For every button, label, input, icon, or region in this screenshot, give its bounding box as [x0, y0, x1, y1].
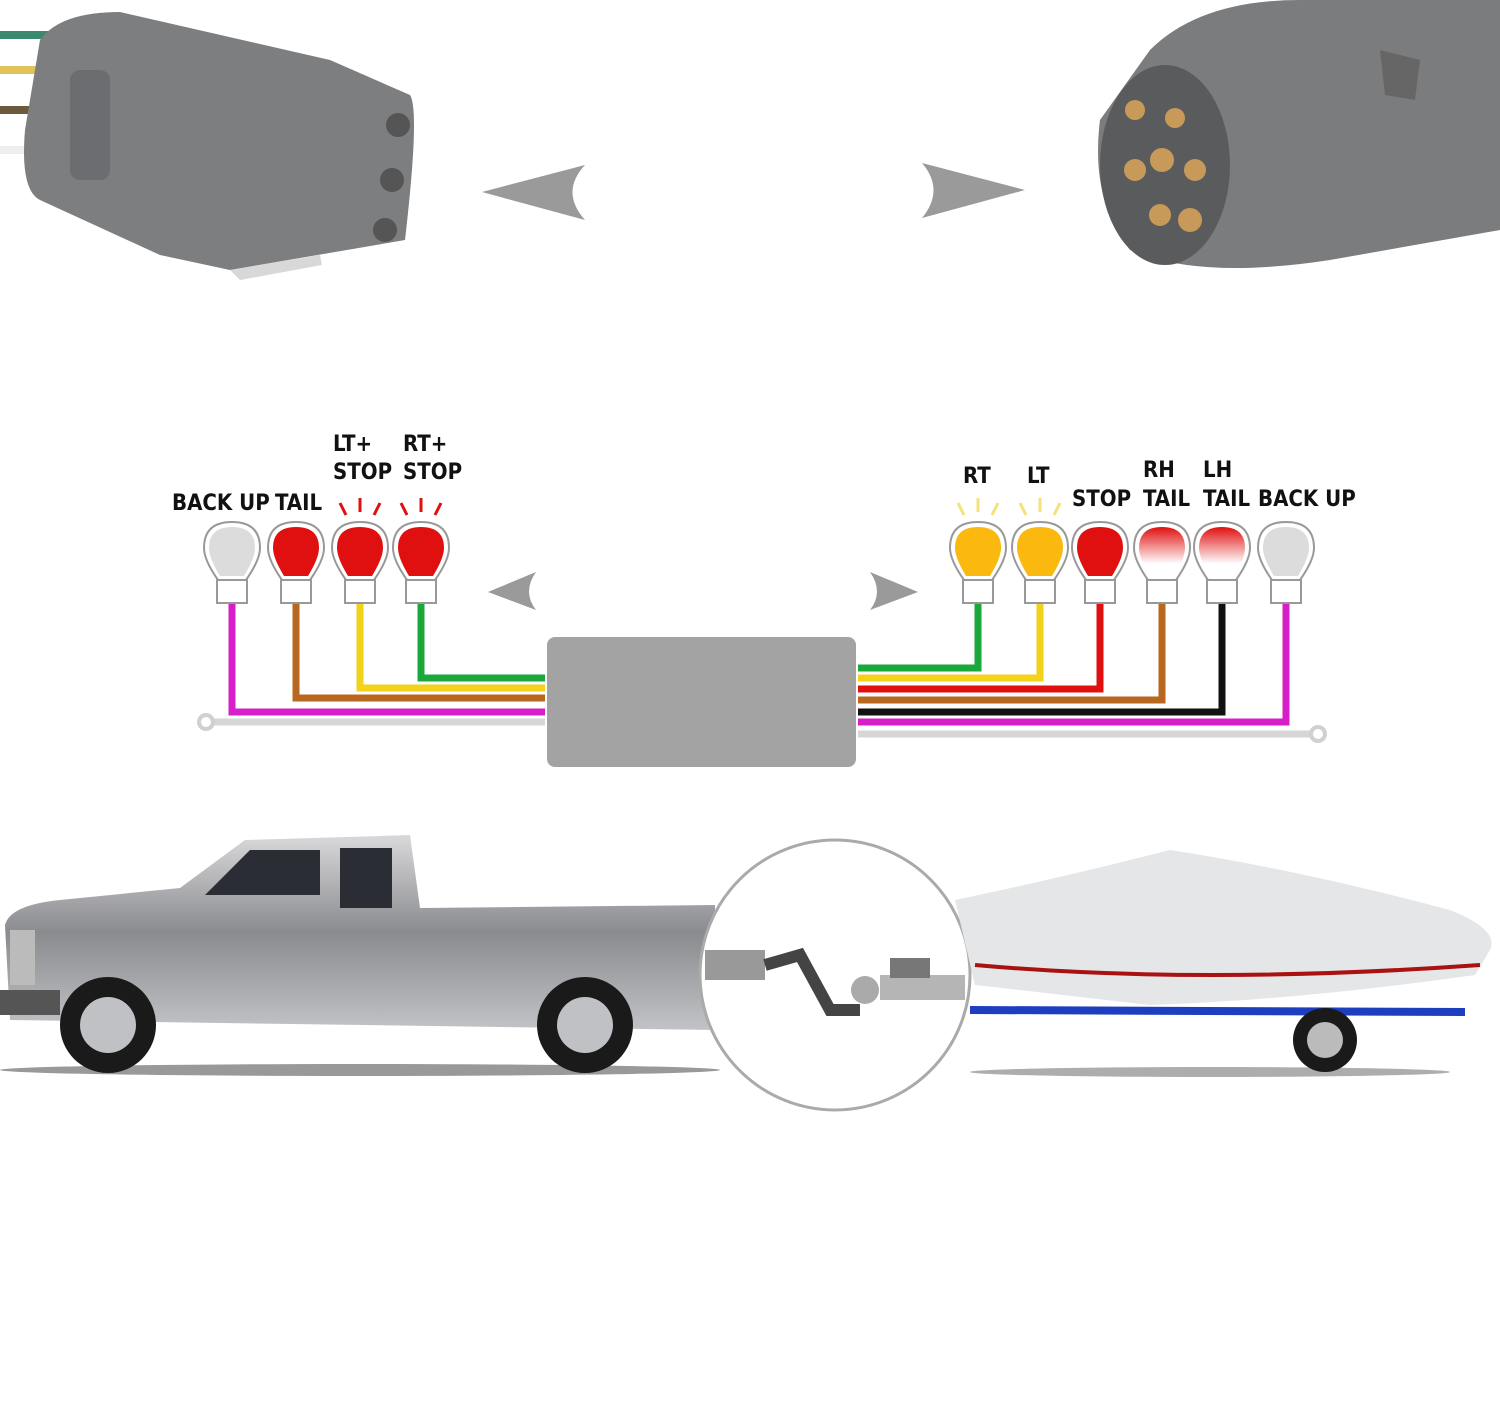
label-lt: LT+ [333, 432, 372, 457]
label-stop-right: STOP [1072, 487, 1131, 512]
label-rt-stop: STOP [403, 460, 462, 485]
label-lt-stop: STOP [333, 460, 392, 485]
label-rt-right: RT [963, 464, 991, 489]
label-backup-right: BACK UP [1258, 487, 1356, 512]
bulb-rh-tail [1132, 520, 1192, 604]
label-rh: RH [1143, 458, 1175, 483]
bulb-lt-stop [330, 498, 390, 604]
converter-box [547, 637, 856, 767]
round-7-pin-plug [1098, 0, 1500, 268]
bulb-backup-right [1256, 520, 1316, 604]
lh-tail-wire [858, 603, 1226, 716]
bulb-stop [1070, 520, 1130, 604]
bulb-lh-tail [1192, 520, 1252, 604]
label-backup-left: BACK UP [172, 491, 270, 516]
left-labels: BACK UP TAIL LT+ STOP RT+ STOP [172, 432, 462, 516]
pickup-truck [0, 835, 720, 1076]
label-tail-left: TAIL [275, 491, 322, 516]
arrow-right-small-icon [870, 572, 918, 610]
bulb-rt [948, 498, 1008, 604]
arrow-right-icon [922, 163, 1025, 218]
stop-wire [858, 603, 1104, 693]
left-wires [197, 603, 545, 731]
right-wires [858, 603, 1327, 743]
backup-wire-left [228, 603, 545, 716]
label-lt-right: LT [1027, 464, 1050, 489]
hitch-detail [698, 838, 972, 1112]
bulb-backup-left [202, 520, 262, 604]
boat-on-trailer [955, 850, 1492, 1077]
right-labels: RT LT STOP RH TAIL LH TAIL BACK UP [963, 458, 1356, 512]
rh-tail-wire [858, 603, 1166, 704]
label-rh-tail: TAIL [1143, 487, 1190, 512]
rt-stop-wire [417, 603, 545, 682]
arrow-left-icon [482, 165, 585, 220]
bulb-tail-left [266, 520, 326, 604]
label-rt: RT+ [403, 432, 447, 457]
label-lh: LH [1203, 458, 1232, 483]
lt-stop-wire [356, 603, 545, 692]
rt-wire [858, 603, 982, 672]
tail-wire-left [292, 603, 545, 702]
label-lh-tail: TAIL [1203, 487, 1250, 512]
flat-4-pin-connector [0, 12, 414, 280]
lt-wire [858, 603, 1044, 682]
bulb-rt-stop [391, 498, 451, 604]
backup-wire-right [858, 603, 1290, 726]
arrow-left-small-icon [488, 572, 536, 610]
bulbs [202, 498, 1316, 604]
bulb-lt [1010, 498, 1070, 604]
